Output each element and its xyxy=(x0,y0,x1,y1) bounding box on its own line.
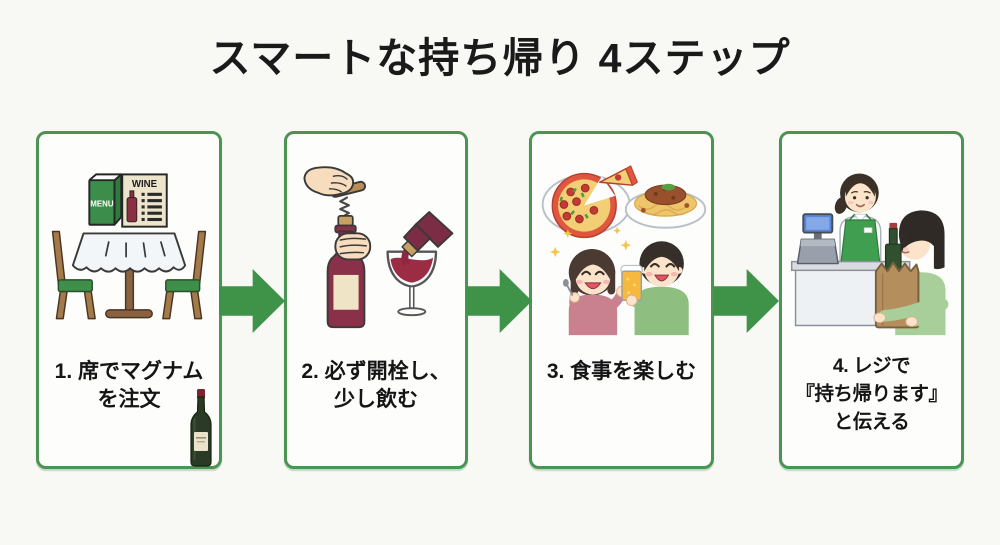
caption-line: 4. レジで xyxy=(832,355,911,377)
corkscrew-opening-icon xyxy=(303,166,372,329)
chair-left-icon xyxy=(51,230,96,320)
wine-list-title: WINE xyxy=(132,179,158,190)
step-panel-3: 3. 食事を楽しむ xyxy=(529,131,714,469)
step1-illustration: MENU WINE xyxy=(51,173,207,320)
caption-line: 『持ち帰ります』 xyxy=(795,383,948,405)
caption-line: 少し飲む xyxy=(334,388,418,411)
caption-line: 1. 席でマグナム xyxy=(54,360,204,383)
step3-caption: 3. 食事を楽しむ xyxy=(532,358,711,386)
spaghetti-icon xyxy=(624,183,707,229)
menu-book-icon: MENU xyxy=(88,173,123,226)
man-with-beer-icon xyxy=(620,241,689,336)
sparkle-icon xyxy=(549,226,632,258)
cashier-icon xyxy=(834,173,882,264)
caption-line: 2. 必ず開栓し、 xyxy=(301,360,451,383)
customer-with-bag-icon xyxy=(873,210,949,336)
cash-register-icon xyxy=(796,213,839,265)
pizza-icon xyxy=(541,165,638,239)
caption-line: と伝える xyxy=(833,411,910,433)
wine-pouring-icon xyxy=(401,211,454,266)
arrow-right-icon xyxy=(713,269,779,333)
step3-illustration xyxy=(541,165,707,336)
step4-caption: 4. レジで 『持ち帰ります』 と伝える xyxy=(782,352,961,436)
chair-right-icon xyxy=(162,230,207,320)
wine-glass-icon xyxy=(386,250,438,317)
arrow-right-icon xyxy=(219,269,285,333)
wine-bottle-photo-icon xyxy=(190,389,212,467)
dining-table-icon xyxy=(71,232,187,319)
arrow-right-icon xyxy=(466,269,532,333)
wine-list-icon: WINE xyxy=(121,173,168,228)
caption-line: を注文 xyxy=(97,388,161,411)
step4-illustration xyxy=(790,173,949,336)
menu-cover-text: MENU xyxy=(90,199,114,208)
step2-illustration xyxy=(303,166,454,329)
step-panel-1: MENU WINE xyxy=(36,131,222,469)
step1-caption: 1. 席でマグナム を注文 xyxy=(39,358,219,414)
caption-line: 3. 食事を楽しむ xyxy=(546,360,697,383)
step2-caption: 2. 必ず開栓し、 少し飲む xyxy=(287,358,465,414)
page-title: スマートな持ち帰り 4ステップ xyxy=(209,35,791,81)
step-panel-4: 4. レジで 『持ち帰ります』 と伝える xyxy=(779,131,964,469)
bottle-in-bag-icon xyxy=(884,222,902,272)
step-panel-2: 2. 必ず開栓し、 少し飲む xyxy=(284,131,468,469)
